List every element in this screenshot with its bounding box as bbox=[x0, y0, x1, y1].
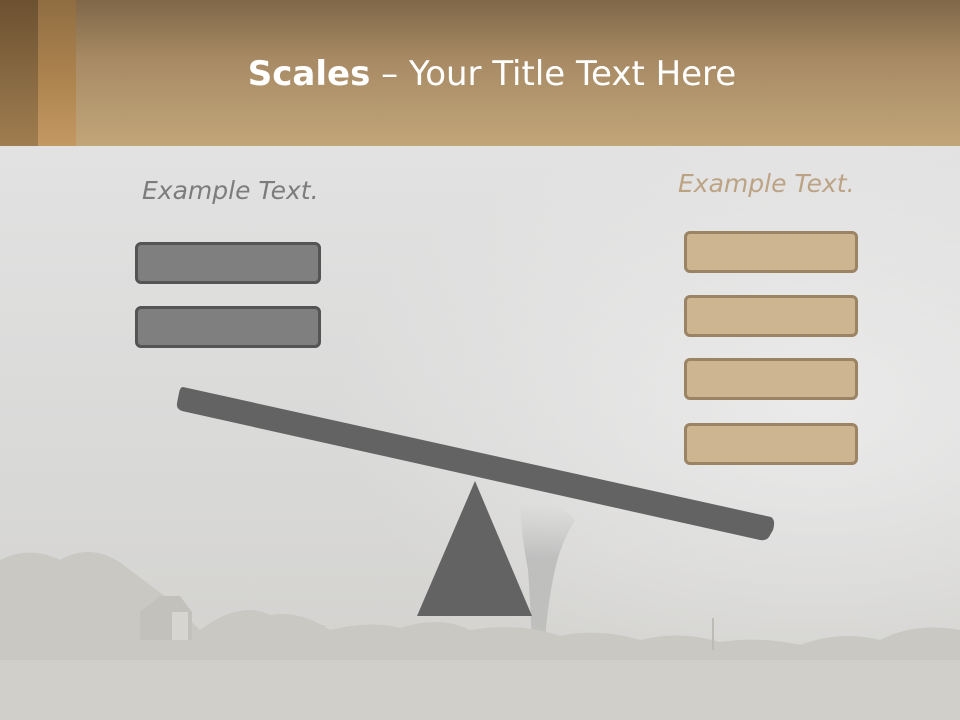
left-weight-box[interactable] bbox=[135, 242, 321, 284]
right-weight-box[interactable] bbox=[684, 423, 858, 465]
right-weight-box[interactable] bbox=[684, 358, 858, 400]
right-weight-box[interactable] bbox=[684, 231, 858, 273]
slide-title[interactable]: Scales – Your Title Text Here bbox=[0, 52, 960, 96]
slide-title-bold: Scales bbox=[247, 54, 371, 94]
seesaw-beam[interactable] bbox=[176, 387, 775, 541]
left-side-label[interactable]: Example Text. bbox=[142, 176, 319, 205]
right-weight-box[interactable] bbox=[684, 295, 858, 337]
banner-accent-strip bbox=[38, 0, 76, 146]
left-weight-box[interactable] bbox=[135, 306, 321, 348]
right-side-label[interactable]: Example Text. bbox=[678, 169, 855, 198]
title-banner bbox=[0, 0, 960, 146]
banner-accent-strip bbox=[0, 0, 38, 146]
fulcrum-triangle bbox=[417, 481, 532, 616]
slide-title-rest: – Your Title Text Here bbox=[370, 54, 737, 94]
